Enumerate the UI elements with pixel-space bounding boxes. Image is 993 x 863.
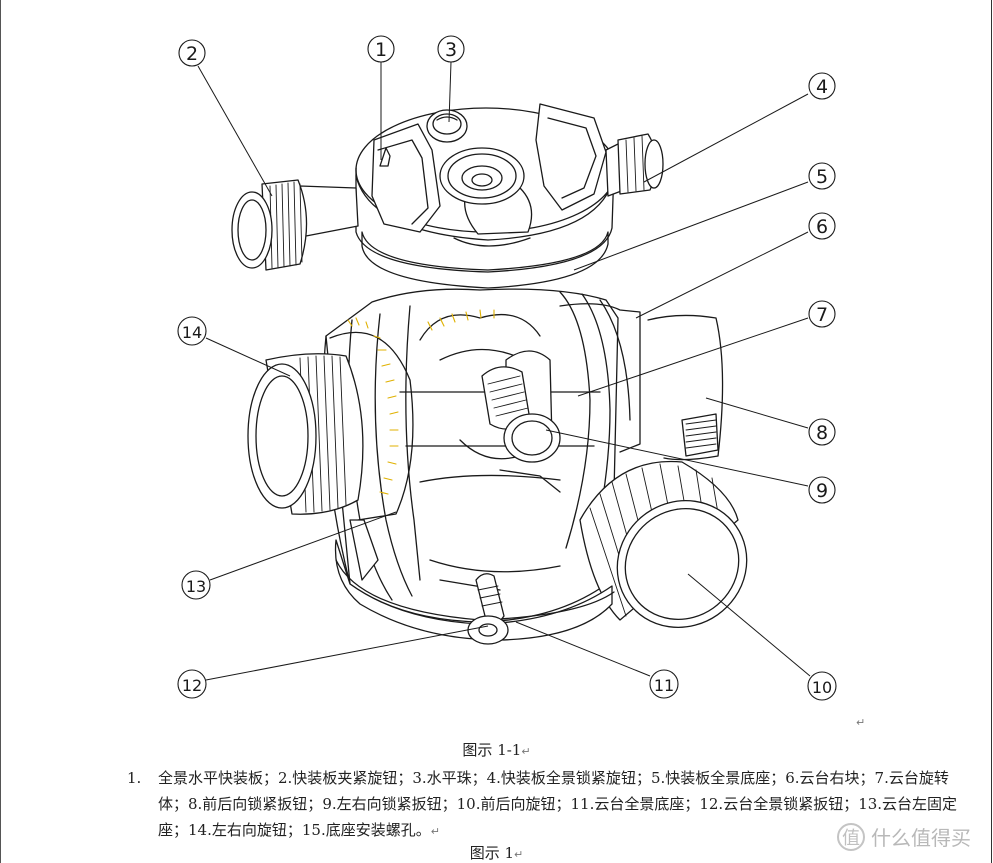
svg-text:7: 7 xyxy=(816,304,828,326)
callout-14: 14 xyxy=(177,316,207,346)
drawing-linework xyxy=(231,103,748,645)
callout-3: 3 xyxy=(437,35,465,63)
watermark-logo-icon: 值 xyxy=(837,822,865,851)
svg-text:3: 3 xyxy=(445,39,457,61)
callout-12: 12 xyxy=(177,669,207,699)
svg-text:2: 2 xyxy=(186,43,198,65)
callout-10: 10 xyxy=(807,671,837,701)
svg-text:1: 1 xyxy=(375,39,387,61)
callout-11: 11 xyxy=(649,669,679,699)
paragraph-mark: ↵ xyxy=(856,716,866,729)
legend-number: 1. xyxy=(127,769,142,787)
figure-caption-top: 图示 1-1↵ xyxy=(0,739,993,760)
tilt-knob-front xyxy=(579,460,748,628)
svg-text:6: 6 xyxy=(816,216,828,238)
callout-2: 2 xyxy=(178,39,206,67)
svg-text:8: 8 xyxy=(816,422,828,444)
callout-1: 1 xyxy=(367,35,395,63)
clamp-knob xyxy=(231,179,359,271)
pan-knob-left xyxy=(247,331,414,521)
callout-8: 8 xyxy=(808,418,836,446)
callout-5: 5 xyxy=(808,162,836,190)
svg-text:10: 10 xyxy=(812,678,832,697)
panorama-lock-knob xyxy=(605,133,664,197)
figure-caption-bottom: 图示 1↵ xyxy=(0,842,993,863)
callout-9: 9 xyxy=(808,476,836,504)
tripod-head-drawing: 1 2 3 4 5 6 7 8 9 10 11 12 13 14 xyxy=(177,35,837,701)
paragraph-mark: ↵ xyxy=(430,825,440,838)
callout-markers: 1 2 3 4 5 6 7 8 9 10 11 12 13 14 xyxy=(177,35,837,701)
callout-13: 13 xyxy=(181,570,211,600)
quick-release-clamp xyxy=(355,103,617,289)
caption-text: 图示 1-1 xyxy=(462,741,522,759)
callout-4: 4 xyxy=(808,72,836,100)
panorama-lock-lever xyxy=(467,573,509,645)
svg-text:11: 11 xyxy=(654,676,674,695)
caption-text: 图示 1 xyxy=(469,844,515,862)
leader-lines xyxy=(197,61,811,681)
lock-levers xyxy=(481,350,561,463)
watermark-text: 什么值得买 xyxy=(871,826,971,850)
angle-scale xyxy=(347,309,495,495)
svg-text:5: 5 xyxy=(816,166,828,188)
parts-legend: 1. 全景水平快装板；2.快装板夹紧旋钮；3.水平珠；4.快装板全景锁紧旋钮；5… xyxy=(127,765,972,845)
paragraph-mark: ↵ xyxy=(521,745,531,758)
svg-text:12: 12 xyxy=(182,676,202,695)
svg-text:13: 13 xyxy=(186,577,206,596)
svg-text:14: 14 xyxy=(182,323,202,342)
site-watermark: 值 什么值得买 xyxy=(837,822,971,851)
page-border-right xyxy=(991,0,992,863)
legend-text-content: 全景水平快装板；2.快装板夹紧旋钮；3.水平珠；4.快装板全景锁紧旋钮；5.快装… xyxy=(158,769,958,839)
callout-6: 6 xyxy=(808,212,836,240)
legend-text: 全景水平快装板；2.快装板夹紧旋钮；3.水平珠；4.快装板全景锁紧旋钮；5.快装… xyxy=(158,765,972,845)
svg-text:9: 9 xyxy=(816,480,828,502)
callout-7: 7 xyxy=(808,300,836,328)
svg-text:4: 4 xyxy=(816,76,828,98)
page-border-left xyxy=(0,0,1,863)
paragraph-mark: ↵ xyxy=(514,848,524,861)
